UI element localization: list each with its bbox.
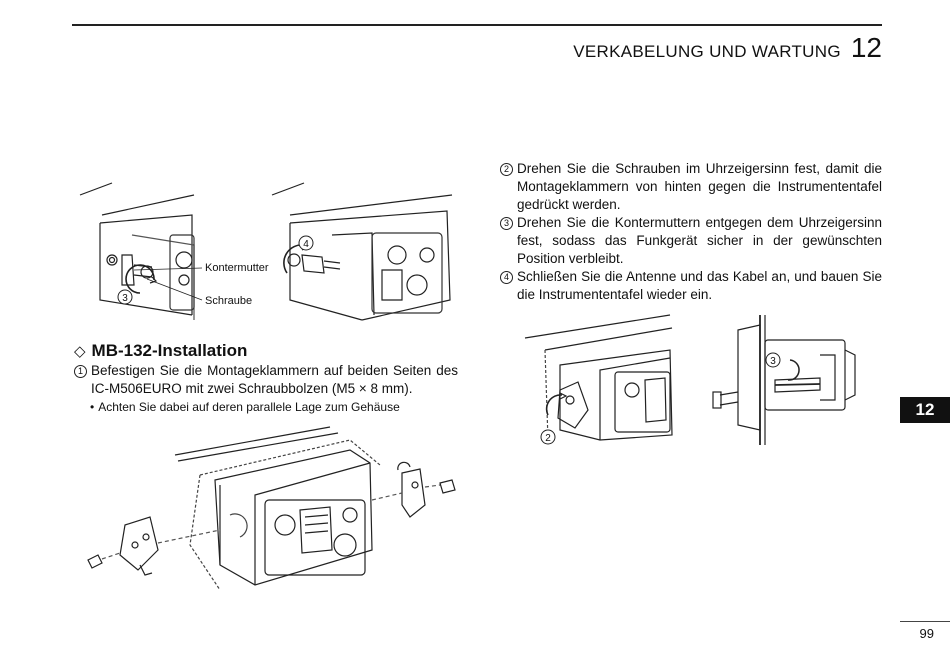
step-4: 4 Schließen Sie die Antenne und das Kabe… bbox=[500, 268, 882, 304]
note-text: Achten Sie dabei auf deren parallele Lag… bbox=[98, 400, 400, 414]
bracket-assembly-illustration bbox=[87, 426, 456, 591]
step-1-text: Befestigen Sie die Montageklammern auf b… bbox=[91, 363, 458, 396]
chapter-tab: 12 bbox=[900, 397, 950, 423]
step-1-note: •Achten Sie dabei auf deren parallele La… bbox=[74, 399, 458, 415]
figure-marker-3-right: 3 bbox=[770, 356, 776, 367]
steps-right: 2 Drehen Sie die Schrauben im Uhrzeigers… bbox=[500, 160, 882, 304]
callout-kontermutter: Kontermutter bbox=[205, 262, 269, 274]
step-2-text: Drehen Sie die Schrauben im Uhrzeigersin… bbox=[517, 161, 882, 212]
step-1-number: 1 bbox=[74, 364, 87, 378]
page-number-rule bbox=[900, 621, 950, 622]
figure-marker-3: 3 bbox=[122, 293, 128, 304]
step-3-text: Drehen Sie die Kontermuttern entgegen de… bbox=[517, 215, 882, 266]
page-number: 99 bbox=[919, 626, 934, 641]
page-header: VERKABELUNG UND WARTUNG 12 bbox=[573, 34, 882, 62]
figure-panel-mounting: 2 3 bbox=[520, 310, 860, 450]
panel-mounting-illustration: 2 3 bbox=[524, 314, 856, 445]
locknut-screw-illustration: 3 4 bbox=[79, 182, 453, 321]
callout-schraube: Schraube bbox=[205, 295, 253, 307]
section-heading-text: MB-132-Installation bbox=[91, 341, 248, 360]
figure-bracket-assembly bbox=[80, 425, 465, 595]
steps-left: 1 Befestigen Sie die Montageklammern auf… bbox=[74, 362, 458, 415]
bullet-icon: • bbox=[90, 400, 95, 414]
figure-locknut-screw: 3 4 bbox=[72, 175, 462, 330]
header-rule bbox=[72, 24, 882, 26]
step-3-number: 3 bbox=[500, 216, 513, 230]
step-2: 2 Drehen Sie die Schrauben im Uhrzeigers… bbox=[500, 160, 882, 214]
section-heading: ◇ MB-132-Installation bbox=[74, 341, 247, 361]
step-2-number: 2 bbox=[500, 162, 513, 176]
step-3: 3 Drehen Sie die Kontermuttern entgegen … bbox=[500, 214, 882, 268]
step-1: 1 Befestigen Sie die Montageklammern auf… bbox=[74, 362, 458, 398]
chapter-title: VERKABELUNG UND WARTUNG bbox=[573, 42, 841, 61]
chapter-number: 12 bbox=[850, 32, 882, 63]
figure-marker-2: 2 bbox=[545, 433, 551, 444]
figure-marker-4: 4 bbox=[303, 239, 309, 250]
step-4-text: Schließen Sie die Antenne und das Kabel … bbox=[517, 269, 882, 302]
diamond-icon: ◇ bbox=[74, 343, 86, 360]
step-4-number: 4 bbox=[500, 270, 513, 284]
